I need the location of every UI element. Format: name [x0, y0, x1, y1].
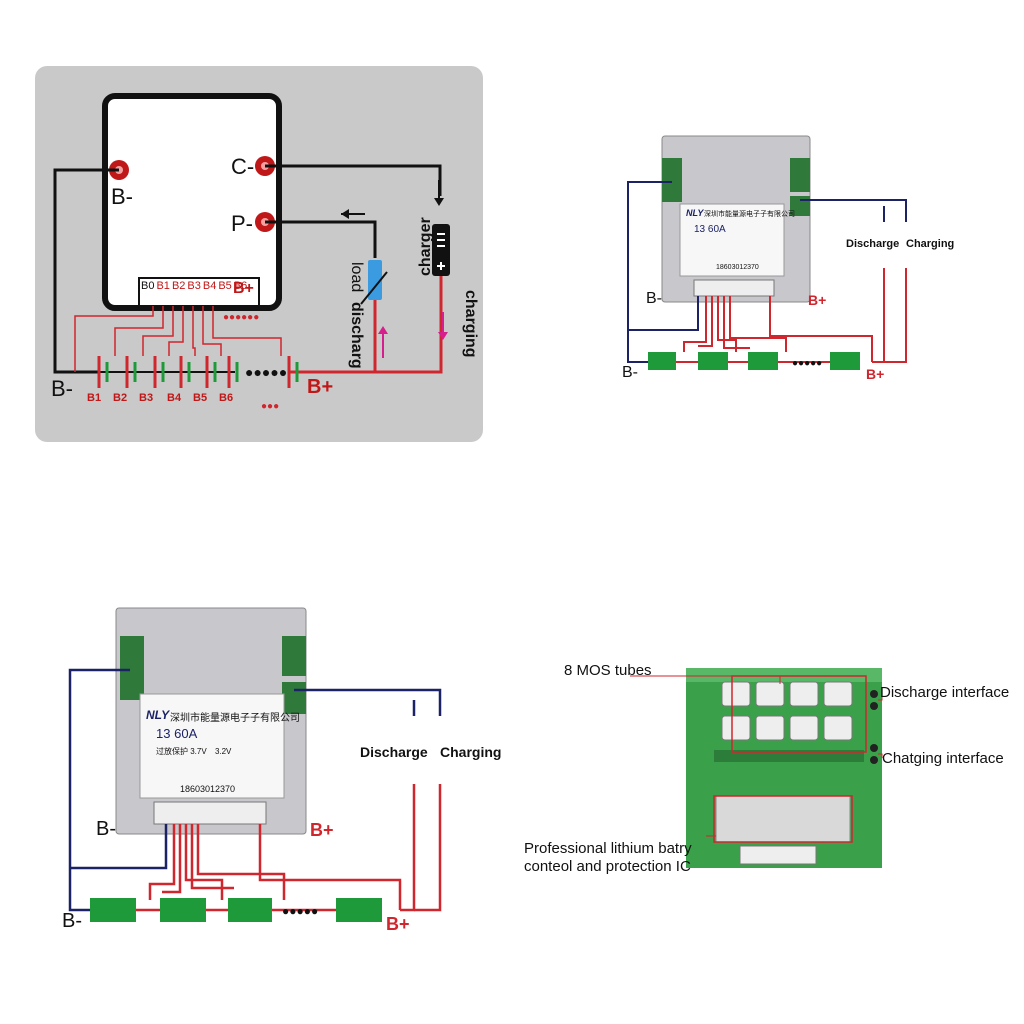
callout-charging-interface: Chatging interface — [882, 750, 1004, 767]
cell-label-b5: B5 — [193, 392, 208, 404]
wiring-diagram-basic: ●●●●● ●●●●●● ●●● B- C- P- B0 B1 B2 B3 B4… — [35, 66, 483, 442]
wiring-diagram-board-large: ●●●●● NLY 深圳市能量源电子子有限公司 13 60A 过放保护 3.7V… — [54, 604, 524, 944]
label-bottom-b-plus: B+ — [866, 366, 885, 382]
label-charger: charger — [417, 217, 434, 276]
balance-connector — [138, 277, 260, 307]
sticker-spec-60: 60 — [707, 224, 720, 235]
sticker-brand: NLY — [686, 208, 704, 218]
sticker-spec: 13 60A — [694, 224, 726, 235]
connector-b-plus: B+ — [233, 280, 254, 297]
label-board-b-plus: B+ — [310, 820, 334, 840]
cell-1 — [648, 352, 676, 370]
cell-4 — [830, 352, 860, 370]
charger-icon — [432, 224, 450, 276]
pin-b2: B2 — [171, 280, 186, 292]
svg-text:●●●●●: ●●●●● — [282, 904, 318, 918]
cell-2 — [698, 352, 728, 370]
label-discharge: Discharge — [846, 238, 900, 250]
label-board-b-plus: B+ — [808, 292, 827, 308]
sticker-spec-13: 13 — [694, 224, 706, 235]
sticker-spec-13: 13 — [156, 726, 171, 741]
cell-label-b3: B3 — [139, 392, 154, 404]
label-bottom-b-plus: B+ — [386, 914, 410, 934]
pin-b0: B0 — [141, 280, 155, 292]
callout-mos-tubes: 8 MOS tubes — [564, 662, 652, 679]
cell-label-b1: B1 — [87, 392, 102, 404]
pin-b5: B5 — [218, 280, 232, 292]
svg-text:●●●: ●●● — [261, 401, 279, 412]
sticker-row1-value: 3.7V — [190, 747, 207, 756]
sticker-phone: 18603012370 — [180, 784, 236, 794]
sticker-company: 深圳市能量源电子子有限公司 — [704, 211, 795, 218]
wiring-diagram-board-large-svg: ●●●●● — [68, 607, 442, 922]
battery-cells — [97, 356, 299, 388]
label-charging: Charging — [440, 744, 502, 760]
label-b-plus-bottom: B+ — [307, 376, 334, 398]
svg-text:●●●●●: ●●●●● — [792, 358, 822, 369]
label-p-minus: P- — [231, 211, 253, 236]
cell-2 — [160, 898, 206, 922]
wiring-diagram-basic-svg: ●●●●● ●●●●●● ●●● — [35, 66, 483, 442]
sticker-spec: 13 60A — [156, 726, 197, 741]
cell-3 — [228, 898, 272, 922]
bms-box — [102, 93, 282, 311]
connector-pins: B0 B1 B2 B3 B4 B5 B6 — [141, 280, 247, 292]
label-bottom-b-minus: B- — [62, 910, 82, 932]
label-load: load — [348, 262, 365, 293]
svg-text:●●●●●: ●●●●● — [245, 364, 287, 380]
label-b-minus-bottom: B- — [51, 376, 73, 401]
label-board-b-minus: B- — [646, 290, 662, 307]
sticker-spec-a: A — [188, 726, 198, 741]
sticker-company: 深圳市能量源电子子有限公司 — [170, 713, 300, 724]
pin-b6: B6 — [233, 280, 248, 292]
callout-ic-line1: Professional lithium batry — [524, 840, 692, 857]
label-c-minus: C- — [231, 154, 255, 179]
sticker-row1: 过放保护 3.7V 3.2V — [156, 746, 231, 757]
label-charging: charging — [462, 290, 479, 358]
label-discharge: Discharge — [360, 744, 428, 760]
sticker-row1-label: 过放保护 — [156, 747, 188, 756]
pin-b3: B3 — [187, 280, 201, 292]
label-b-minus-terminal: B- — [111, 184, 133, 209]
mos-tubes — [721, 681, 853, 741]
cell-1 — [90, 898, 136, 922]
label-bottom-b-minus: B- — [622, 364, 638, 381]
cell-label-b6: B6 — [219, 392, 234, 404]
pin-b4: B4 — [202, 280, 217, 292]
wiring-diagram-board-small: ●●●●● NLY 深圳市能量源电子子有限公司 13 60A 186030123… — [600, 130, 960, 390]
label-discharg: discharg — [348, 302, 365, 369]
cell-label-b2: B2 — [113, 392, 128, 404]
cell-label-b4: B4 — [167, 392, 182, 404]
sticker-brand: NLY — [146, 708, 170, 722]
callout-discharge-interface: Discharge interface — [880, 684, 1010, 701]
sticker-spec-60: 60 — [174, 726, 189, 741]
pin-b1: B1 — [156, 280, 170, 292]
cell-4 — [336, 898, 382, 922]
sticker-spec-a: A — [719, 224, 726, 235]
pcb-callout-diagram: 8 MOS tubes Discharge interface Chatging… — [520, 654, 1020, 884]
pcb-callout-diagram-svg — [630, 668, 883, 868]
wiring-diagram-board-small-svg: ●●●●● — [627, 135, 907, 370]
sticker-phone: 18603012370 — [716, 264, 759, 271]
svg-text:●●●●●●: ●●●●●● — [223, 312, 259, 323]
cell-3 — [748, 352, 778, 370]
sticker-row1-value2: 3.2V — [214, 747, 232, 756]
label-board-b-minus: B- — [96, 818, 116, 840]
callout-ic-line2: conteol and protection IC — [524, 858, 691, 875]
label-charging: Charging — [906, 238, 955, 250]
